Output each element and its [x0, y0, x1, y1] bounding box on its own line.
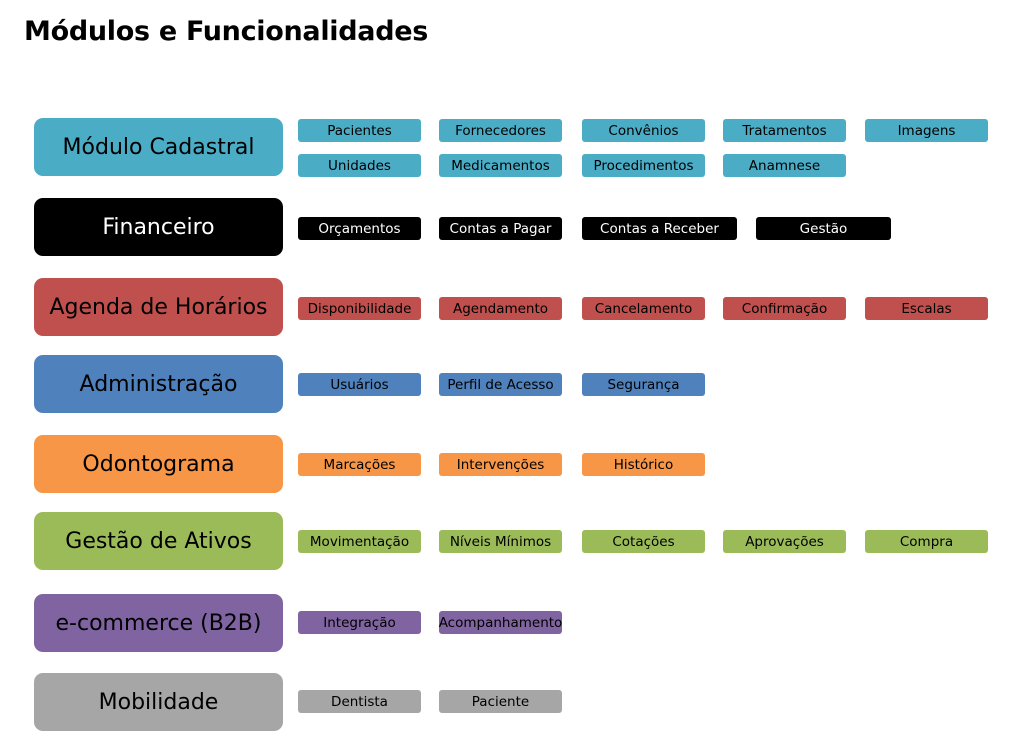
feature-procedimentos: Procedimentos: [582, 154, 705, 177]
module-label: Administração: [79, 371, 238, 397]
module-administracao: Administração: [34, 355, 283, 413]
feature-cotacoes: Cotações: [582, 530, 705, 553]
feature-intervencoes: Intervenções: [439, 453, 562, 476]
feature-tratamentos: Tratamentos: [723, 119, 846, 142]
page-title: Módulos e Funcionalidades: [24, 16, 429, 47]
module-label: Mobilidade: [98, 689, 219, 715]
module-mobilidade: Mobilidade: [34, 673, 283, 731]
feature-confirmacao: Confirmação: [723, 297, 846, 320]
feature-seguranca: Segurança: [582, 373, 705, 396]
feature-escalas: Escalas: [865, 297, 988, 320]
feature-agendamento: Agendamento: [439, 297, 562, 320]
module-gestao-de-ativos: Gestão de Ativos: [34, 512, 283, 570]
module-e-commerce-b2b: e-commerce (B2B): [34, 594, 283, 652]
feature-compra: Compra: [865, 530, 988, 553]
feature-aprovacoes: Aprovações: [723, 530, 846, 553]
feature-usuarios: Usuários: [298, 373, 421, 396]
module-label: Gestão de Ativos: [65, 528, 252, 554]
feature-convenios: Convênios: [582, 119, 705, 142]
feature-imagens: Imagens: [865, 119, 988, 142]
feature-gestao: Gestão: [756, 217, 891, 240]
module-modulo-cadastral: Módulo Cadastral: [34, 118, 283, 176]
feature-movimentacao: Movimentação: [298, 530, 421, 553]
feature-integracao: Integração: [298, 611, 421, 634]
feature-historico: Histórico: [582, 453, 705, 476]
module-label: Módulo Cadastral: [62, 134, 255, 160]
feature-orcamentos: Orçamentos: [298, 217, 421, 240]
module-label: Agenda de Horários: [49, 294, 268, 320]
feature-disponibilidade: Disponibilidade: [298, 297, 421, 320]
module-label: e-commerce (B2B): [55, 610, 262, 636]
module-agenda-de-horarios: Agenda de Horários: [34, 278, 283, 336]
module-label: Odontograma: [82, 451, 235, 477]
feature-contas-a-pagar: Contas a Pagar: [439, 217, 562, 240]
feature-marcacoes: Marcações: [298, 453, 421, 476]
module-financeiro: Financeiro: [34, 198, 283, 256]
module-label: Financeiro: [102, 214, 215, 240]
feature-dentista: Dentista: [298, 690, 421, 713]
feature-anamnese: Anamnese: [723, 154, 846, 177]
feature-unidades: Unidades: [298, 154, 421, 177]
module-odontograma: Odontograma: [34, 435, 283, 493]
feature-acompanhamento: Acompanhamento: [439, 611, 562, 634]
feature-pacientes: Pacientes: [298, 119, 421, 142]
feature-cancelamento: Cancelamento: [582, 297, 705, 320]
feature-contas-a-receber: Contas a Receber: [582, 217, 737, 240]
feature-perfil-de-acesso: Perfil de Acesso: [439, 373, 562, 396]
feature-niveis-minimos: Níveis Mínimos: [439, 530, 562, 553]
feature-medicamentos: Medicamentos: [439, 154, 562, 177]
feature-paciente: Paciente: [439, 690, 562, 713]
feature-fornecedores: Fornecedores: [439, 119, 562, 142]
